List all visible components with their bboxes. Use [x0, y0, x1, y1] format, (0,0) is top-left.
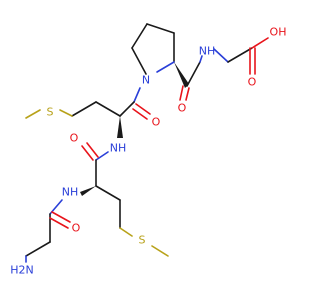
pro-carbonyl-bond — [186, 61, 201, 87]
met2-co-double — [86, 142, 99, 158]
atom-o-gly: O — [72, 222, 81, 235]
met1-co-double — [132, 108, 148, 120]
pro-co-double — [185, 87, 190, 101]
met1-co-bond — [119, 101, 135, 117]
gly-bond — [227, 47, 253, 63]
atom-nh-top: NH — [199, 45, 216, 58]
bonds — [25, 23, 269, 263]
atom-nh-mid: NH — [110, 142, 127, 155]
met2-s-bond — [119, 227, 133, 237]
atom-labels: NH N OH O O O S NH O NH S O H2N — [10, 26, 286, 277]
atom-o-met1: O — [152, 116, 161, 129]
pro-co-double — [179, 85, 184, 101]
ring-bond — [131, 23, 148, 49]
atom-o-met2: O — [70, 132, 79, 145]
atom-nh-low: NH — [62, 186, 79, 199]
met1-co-double — [135, 103, 151, 115]
met1-side-bond — [71, 101, 97, 117]
molecule-structure: NH N OH O O O S NH O NH S O H2N — [10, 23, 286, 277]
amide-bond — [95, 151, 109, 161]
met1-s-bond — [59, 109, 73, 117]
atom-h2n: H2N — [10, 264, 34, 277]
n-co-bond — [133, 87, 141, 103]
atom-o-acid: O — [248, 76, 257, 89]
atom-oh: OH — [270, 26, 287, 39]
atom-o-pro: O — [178, 102, 187, 115]
stereo-wedge — [117, 116, 123, 138]
stereo-wedge — [80, 186, 96, 196]
met1-side-bond — [95, 101, 121, 117]
molecule-diagram: NH N OH O O O S NH O NH S O H2N — [10, 23, 286, 277]
atom-s-met1: S — [47, 106, 54, 119]
ring-bond-n — [156, 61, 175, 73]
amide-bond — [199, 55, 203, 63]
acid-oh-bond — [251, 37, 269, 49]
atom-n-ring: N — [142, 74, 150, 87]
met2-side-bond — [95, 185, 121, 201]
atom-s-met2: S — [139, 234, 146, 247]
met2-sme-bond — [151, 245, 169, 257]
gly-bond — [213, 48, 229, 63]
ring-bond — [131, 47, 147, 75]
gly-ch2-bond — [25, 241, 51, 257]
met2-co-double — [81, 145, 94, 161]
gly-co-double — [49, 217, 69, 229]
met1-sme-bond — [25, 109, 41, 119]
stereo-wedge — [174, 62, 189, 88]
ring-bond — [146, 23, 175, 34]
gly-co-double — [51, 211, 71, 223]
